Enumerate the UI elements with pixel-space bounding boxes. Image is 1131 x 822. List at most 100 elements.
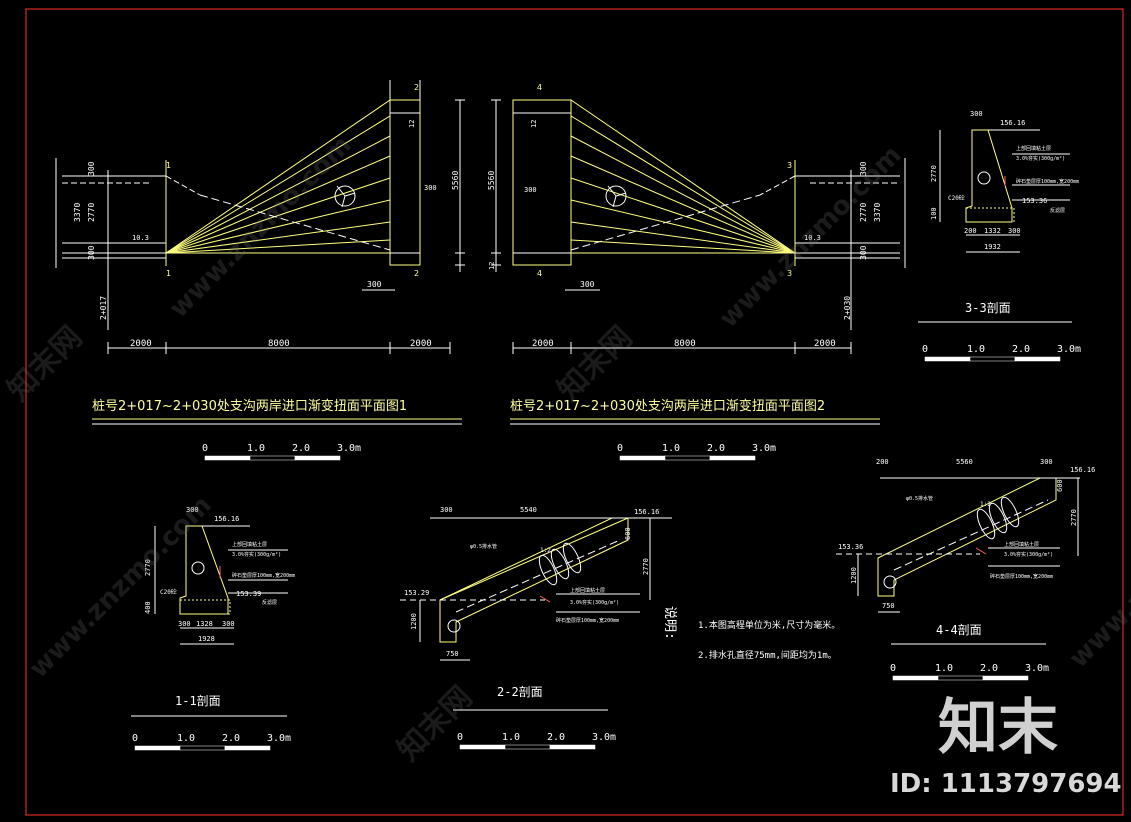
plan1-mark-c: 2 (414, 83, 419, 92)
sec44-dim-f: 1200 (850, 567, 858, 584)
sec44-elev-top: 156.16 (1070, 466, 1095, 474)
sec22-note-d: 碎石垫层厚100mm,宽200mm (556, 617, 619, 624)
plan2-dim-left-c: 300 (580, 280, 595, 289)
sec11-dim-g: 1928 (198, 635, 215, 643)
sec44-title: 4-4剖面 (936, 623, 982, 637)
watermark-3: www.znzmo.com (24, 490, 218, 684)
plan1-dim-right-d: 12 (408, 120, 416, 128)
plan2-dim-1: 2000 (532, 339, 554, 349)
sec44-dim-d: 600 (1056, 479, 1064, 492)
scale-label: 1.0 (935, 663, 953, 674)
scale-segment (179, 745, 226, 751)
sec44-note-e: 1:2 (980, 501, 991, 508)
sec33-note-b: 3.0%夯实(300g/m²) (1016, 155, 1065, 162)
sec11-dim-f: 300 (222, 620, 235, 628)
sec33-note-a: 上部回填粘土层 (1016, 145, 1051, 152)
sec33-dim-f: 300 (1008, 227, 1021, 235)
sec11-note-a: 上部回填粘土层 (232, 541, 267, 548)
scale-label: 1.0 (662, 443, 680, 454)
notes-title: 说明: (662, 606, 677, 640)
plan1-mark-b: 1 (166, 269, 171, 278)
sec22-dim-b: 5540 (520, 506, 537, 514)
plan2-dim-right-d: 300 (859, 245, 868, 260)
sec33-dim-e: 1332 (984, 227, 1001, 235)
scale-segment (459, 744, 506, 750)
scale-segment (969, 356, 1016, 362)
sec22-note-c: 3.0%夯实(300g/m²) (570, 599, 619, 606)
plan2-dim-right-c: 3370 (873, 203, 882, 222)
scale-label: 1.0 (247, 443, 265, 454)
scale-label: 0 (202, 443, 208, 454)
sec33-dim-c: 100 (930, 207, 938, 220)
scale-label: 2.0 (1012, 344, 1030, 355)
plan2-dim-right-e: 10.3 (804, 234, 821, 242)
sec22-note-a: φ0.5排水管 (470, 543, 497, 550)
sec22-dim-a: 300 (440, 506, 453, 514)
scale-segment (937, 675, 984, 681)
sec11-note-e: 反滤层 (262, 599, 277, 606)
sec33-note-d: 反滤层 (1050, 207, 1065, 214)
watermarks: www.znzmo.com www.znzmo.com www.znzmo.co… (1, 130, 1131, 768)
sec11-dim-d: 300 (178, 620, 191, 628)
sec44-dim-c: 300 (1040, 458, 1053, 466)
sec33-elev-bottom: 153.36 (1022, 197, 1047, 205)
sec33-note-c: C20砼 (948, 194, 965, 202)
sec22-title: 2-2剖面 (497, 685, 543, 699)
scale-segment (664, 455, 711, 461)
sec11-note-d: 碎石垫层厚100mm,宽200mm (232, 572, 295, 579)
scale-label: 0 (457, 732, 463, 743)
scale-label: 3.0m (1025, 663, 1049, 674)
sec11-elev-bottom: 153.39 (236, 590, 261, 598)
plan2-dim-3: 2000 (814, 339, 836, 349)
scale-label: 3.0m (267, 733, 291, 744)
plan1-dim-left-a: 300 (87, 161, 96, 176)
sec33-dim-a: 300 (970, 110, 983, 118)
scale-segment (924, 356, 971, 362)
section-4-4 (836, 477, 1080, 613)
plan1-dim-left-d: 300 (87, 245, 96, 260)
sec11-title: 1-1剖面 (175, 694, 221, 708)
scale-segment (134, 745, 181, 751)
plan2-mark-d: 3 (787, 269, 792, 278)
sec22-elev-top: 156.16 (634, 508, 659, 516)
scale-segment (1014, 356, 1061, 362)
scale-label: 2.0 (292, 443, 310, 454)
sec44-dim-a: 200 (876, 458, 889, 466)
plan1-dim-left-b: 2770 (87, 203, 96, 222)
scale-label: 0 (132, 733, 138, 744)
plan1-dim-3: 2000 (410, 339, 432, 349)
sec22-dim-f: 750 (446, 650, 459, 658)
sec44-note-d: 碎石垫层厚100mm,宽200mm (990, 573, 1053, 580)
watermark-cn-1: 知末网 (1, 320, 89, 408)
sec33-dim-g: 1932 (984, 243, 1001, 251)
sec33-note-e: 碎石垫层厚100mm,宽200mm (1016, 178, 1079, 185)
scale-label: 3.0m (752, 443, 776, 454)
scale-segment (549, 744, 596, 750)
scale-segment (504, 744, 551, 750)
plan2-dim-left-a: 5560 (487, 171, 496, 190)
sec44-dim-b: 5560 (956, 458, 973, 466)
sec11-dim-b: 2770 (144, 559, 152, 576)
scale-label: 3.0m (592, 732, 616, 743)
scale-segment (294, 455, 341, 461)
scale-label: 1.0 (177, 733, 195, 744)
sec33-dim-d: 200 (964, 227, 977, 235)
sec44-note-c: 3.0%夯实(300g/m²) (1004, 551, 1053, 558)
scale-segment (982, 675, 1029, 681)
plan2-mark-c: 3 (787, 161, 792, 170)
plan1-station: 2+017 (99, 296, 108, 320)
scale-segment (249, 455, 296, 461)
plan2-title: 桩号2+017~2+030处支沟两岸进口渐变扭面平面图2 (510, 398, 825, 414)
sec11-note-c: C20砼 (160, 588, 177, 596)
sec44-dim-g: 750 (882, 602, 895, 610)
watermark-cn-3: 知末网 (391, 680, 479, 768)
watermark-4: www.znzmo.com (1064, 480, 1131, 674)
sec11-dim-c: 400 (144, 601, 152, 614)
